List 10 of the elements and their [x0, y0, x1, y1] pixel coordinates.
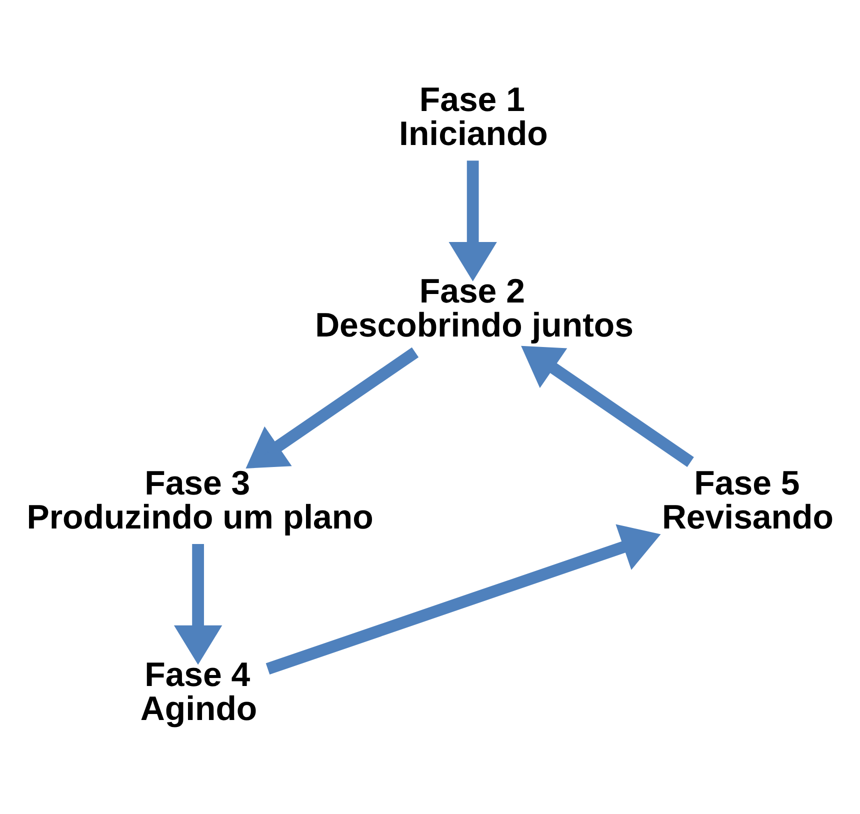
arrow [266, 524, 661, 675]
arrow [448, 160, 497, 282]
node-text: Fase 5 Revisando [662, 464, 834, 536]
arrow [246, 347, 419, 468]
node-text: Fase 1 Iniciando [399, 81, 548, 153]
node-text: Fase 3 Produzindo um plano [26, 464, 374, 536]
node-text: Fase 4 Agindo [140, 656, 258, 728]
arrow [174, 544, 222, 665]
arrow [521, 346, 694, 467]
node-text: Fase 2 Descobrindo juntos [315, 272, 634, 345]
